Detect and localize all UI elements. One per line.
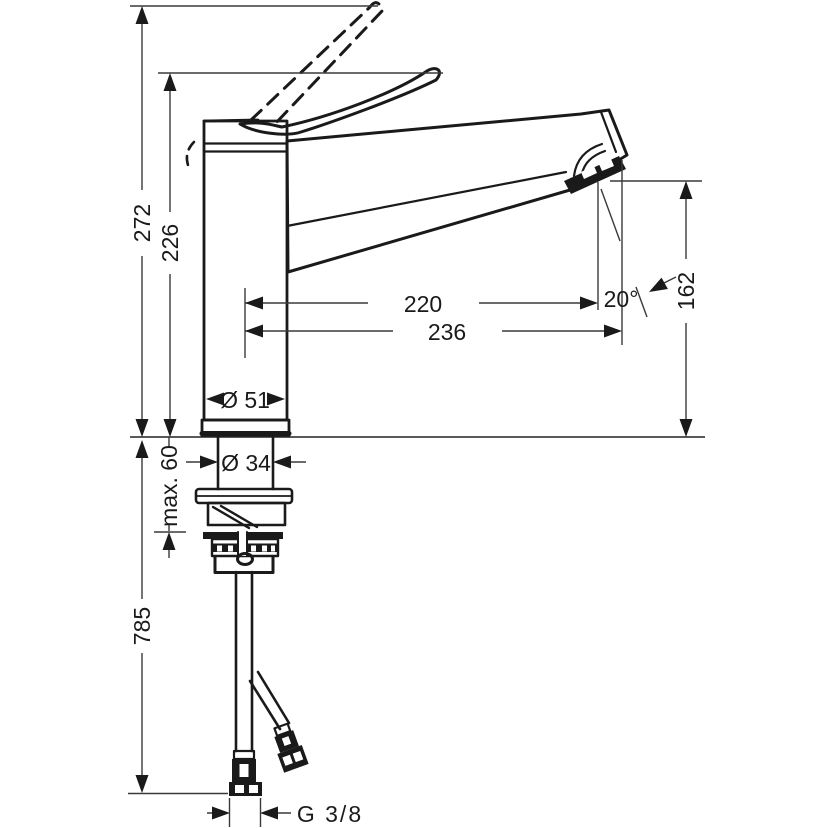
dim-max-60: max. 60: [156, 437, 182, 558]
dim-272: 272: [129, 6, 155, 437]
dimension-annotations: 272 226 220 236 162: [128, 5, 702, 827]
spout-facet-line: [285, 170, 568, 228]
extension-lines: [128, 5, 702, 827]
dim-diameter-34: Ø 34: [186, 450, 306, 476]
faucet-body: [202, 119, 289, 422]
dim-angle-20: 20°: [600, 188, 677, 318]
supply-hose-branch: [248, 670, 291, 731]
dim-785-label: 785: [129, 607, 155, 645]
dim-226-label: 226: [157, 224, 183, 262]
dim-162-label: 162: [673, 272, 699, 310]
cartridge-ring-lines: [202, 142, 289, 153]
lever-handle-raised-dashed: [249, 1, 385, 127]
lock-bracket: [213, 555, 275, 574]
dim-220: 220: [245, 291, 598, 317]
dim-272-label: 272: [129, 204, 155, 242]
dim-20deg-label: 20°: [604, 286, 639, 312]
handle-cap-top: [202, 118, 260, 123]
dim-d34-label: Ø 34: [221, 450, 271, 476]
dim-220-label: 220: [404, 291, 442, 317]
hose-connector: [229, 749, 262, 796]
hose-fitting-oval: [236, 552, 254, 566]
supply-hose: [234, 570, 254, 753]
dim-g38-label: G 3/8: [297, 801, 363, 827]
faucet-outline: [130, 1, 705, 796]
dim-diameter-51: Ø 51: [206, 387, 285, 413]
dim-785: 785: [129, 440, 155, 793]
dim-162: 162: [673, 181, 699, 437]
spout-end-inner-line: [599, 110, 618, 154]
hose-connector-angled: [273, 722, 309, 773]
dim-g38: G 3/8: [207, 801, 363, 827]
dim-236-label: 236: [428, 319, 466, 345]
dim-236: 236: [245, 319, 622, 345]
lever-heel-dashed: [185, 140, 196, 170]
shank-tube: [216, 435, 275, 491]
dim-max60-label: max. 60: [156, 445, 182, 527]
mounting-body: [206, 501, 287, 527]
mounting-hardware: [194, 435, 309, 796]
mounting-wedge-lines: [211, 504, 259, 530]
nut-knurl-notches: [217, 545, 275, 552]
dim-d51-label: Ø 51: [220, 387, 270, 413]
lever-handle: [238, 67, 441, 136]
hose-slot: [238, 532, 247, 556]
dim-226: 226: [157, 73, 183, 437]
aerator-icon: [564, 156, 626, 194]
